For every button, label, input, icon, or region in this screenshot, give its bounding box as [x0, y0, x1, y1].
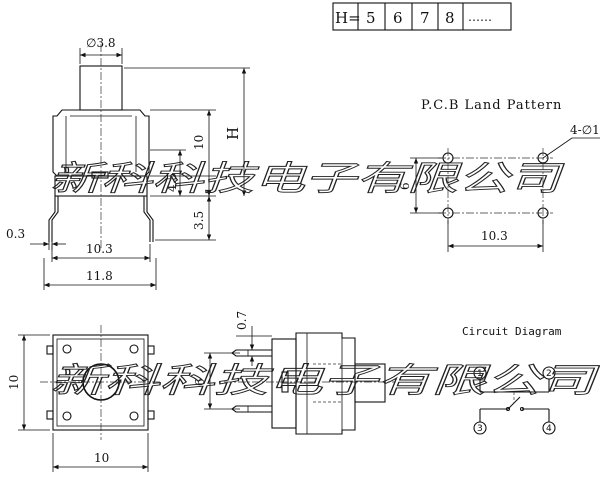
height-value-more: ……	[468, 10, 492, 24]
height-value-4: 8	[445, 9, 455, 27]
height-table: H= 5 6 7 8 ……	[332, 2, 512, 31]
pcb-horizontal-label: 10.3	[481, 229, 508, 243]
hole-count-label: 4-∅1	[570, 123, 600, 137]
circuit-diagram: Circuit Diagram 1 2 3 4	[462, 325, 562, 435]
pin-span-label: 10.3	[86, 242, 113, 256]
front-view: 0.7 6	[193, 311, 395, 435]
pin-pitch-label: 6	[193, 378, 207, 386]
top-side-label: 10	[7, 375, 21, 390]
pin-3-label: 3	[477, 424, 483, 434]
lead-length-label: 3.5	[192, 211, 206, 230]
pin-2-label: 2	[546, 369, 552, 379]
top-bottom-label: 10	[94, 451, 109, 465]
pin-4-label: 4	[546, 424, 552, 434]
pcb-land-pattern: P.C.B Land Pattern 4-∅1 6 10.3	[398, 98, 600, 252]
height-value-3: 7	[420, 9, 430, 27]
height-table-label: H=	[335, 9, 361, 27]
pcb-vertical-label: 6	[398, 182, 412, 190]
stem-diameter-label: ∅3.8	[86, 36, 116, 50]
watermark: 新科科技电子有限公司 新科科技电子有限公司	[50, 159, 600, 402]
pin-width-label: 0.7	[235, 311, 249, 330]
top-view: 10 10	[7, 325, 162, 472]
pin-thickness-label: 0.3	[6, 227, 25, 241]
body-height-label: 10	[192, 135, 206, 150]
overall-width-label: 11.8	[86, 269, 113, 283]
circuit-title: Circuit Diagram	[462, 325, 562, 338]
height-value-1: 5	[366, 9, 376, 27]
base-height-label: 4.5	[165, 173, 179, 192]
height-symbol: H	[224, 127, 242, 140]
watermark-top: 新科科技电子有限公司	[50, 159, 564, 199]
height-value-2: 6	[393, 9, 403, 27]
side-view: ∅3.8 H 10 4.5 3.5 0.3 10.3	[6, 36, 250, 290]
pcb-title: P.C.B Land Pattern	[421, 98, 562, 113]
pin-1-label: 1	[477, 369, 483, 379]
watermark-bottom: 新科科技电子有限公司	[50, 361, 600, 401]
